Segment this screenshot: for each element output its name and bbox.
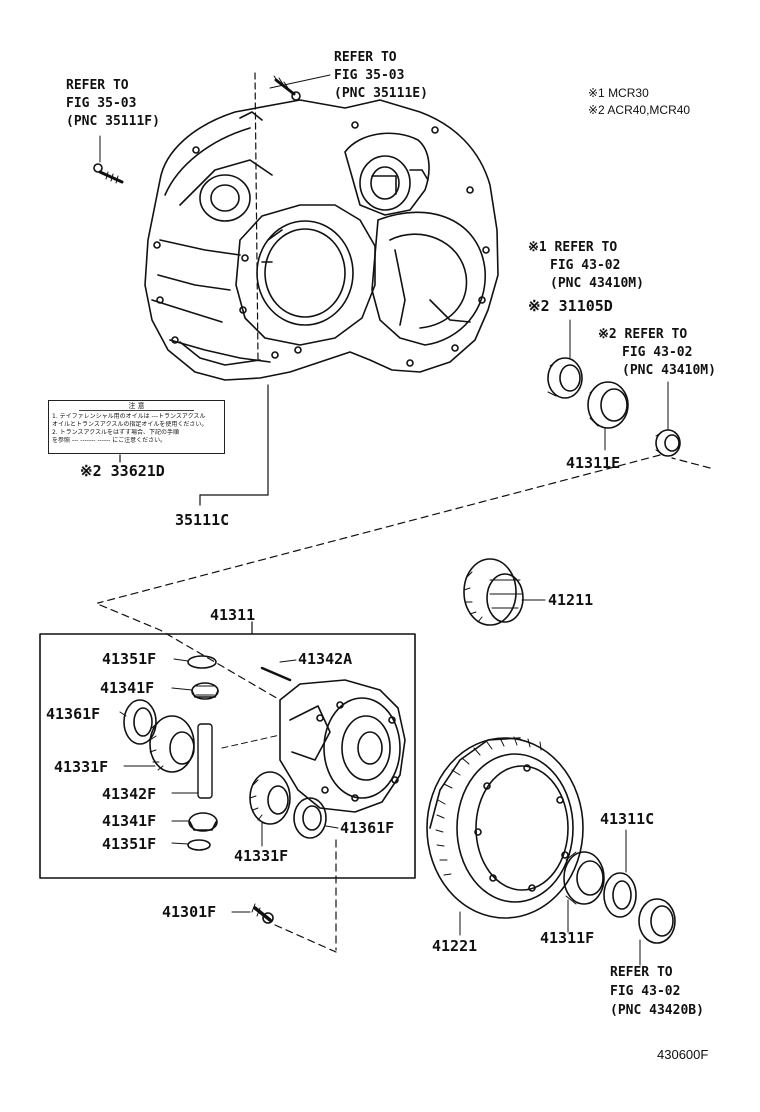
ref-bottom-line3: (PNC 43420B) [610, 1003, 704, 1018]
ring-gear-41221 [426, 736, 584, 919]
ref-r1-line2: FIG 43-02 [550, 258, 621, 273]
note-acr40-mcr40: ※2 ACR40,MCR40 [588, 103, 691, 117]
bearing-41311F [563, 851, 605, 905]
ref-r2-line2: FIG 43-02 [622, 345, 693, 360]
part-33621D: ※2 33621D [80, 462, 165, 480]
ref-top-line1: REFER TO [334, 50, 397, 65]
drive-gear-41211 [463, 558, 524, 626]
oil-seal-31105D [547, 357, 583, 399]
bolt-35111E [273, 75, 301, 101]
caution-label-line: を参照 --- ------- ------ にご注意ください。 [52, 437, 167, 444]
part-41341F-top: 41341F [100, 679, 155, 697]
ref-bottom-line1: REFER TO [610, 965, 673, 980]
part-41211: 41211 [548, 591, 594, 609]
caution-label: 注 意 1. デイファレンシャル用のオイルは ---トランスアクスル オイルとト… [48, 400, 225, 454]
caution-label-line: 1. デイファレンシャル用のオイルは ---トランスアクスル [52, 413, 206, 420]
seal-43410M [655, 429, 681, 457]
ref-left-line1: REFER TO [66, 78, 129, 93]
part-41301F: 41301F [162, 903, 217, 921]
race-43420B [638, 898, 676, 944]
note-mcr30: ※1 MCR30 [588, 86, 649, 100]
part-41361F-left: 41361F [46, 705, 101, 723]
part-31105D: ※2 31105D [528, 297, 613, 315]
differential-case [279, 679, 406, 813]
caution-label-line: オイルとトランスアクスルの指定オイルを使用ください。 [52, 421, 208, 428]
ref-top-line2: FIG 35-03 [334, 68, 405, 83]
part-41351F-bottom: 41351F [102, 835, 157, 853]
ref-r2-line3: (PNC 43410M) [622, 363, 716, 378]
part-41311F: 41311F [540, 929, 595, 947]
transaxle-housing [144, 99, 499, 381]
ref-r2-line1: ※2 REFER TO [598, 327, 688, 342]
ref-r1-line3: (PNC 43410M) [550, 276, 644, 291]
part-41342F: 41342F [102, 785, 157, 803]
bearing-41311E [587, 381, 629, 429]
ref-top-line3: (PNC 35111E) [334, 86, 428, 101]
part-41351F-top: 41351F [102, 650, 157, 668]
part-41342A: 41342A [298, 650, 353, 668]
ref-r1-line1: ※1 REFER TO [528, 240, 618, 255]
side-gear-right [249, 771, 291, 825]
bolt-35111F [93, 163, 124, 184]
part-41311E: 41311E [566, 454, 621, 472]
part-41341F-bottom: 41341F [102, 812, 157, 830]
side-gear-left [149, 715, 195, 773]
part-41311: 41311 [210, 606, 256, 624]
part-41331F-left: 41331F [54, 758, 109, 776]
bolt-41301F [251, 903, 274, 924]
part-41331F-right: 41331F [234, 847, 289, 865]
part-41361F-right: 41361F [340, 819, 395, 837]
part-41311C: 41311C [600, 810, 655, 828]
caution-label-line: 2. トランスアクスルをはずす場合、下記の手順 [52, 429, 180, 436]
ref-left-line3: (PNC 35111F) [66, 114, 160, 129]
part-41221: 41221 [432, 937, 478, 955]
ref-bottom-line2: FIG 43-02 [610, 984, 681, 999]
figure-id: 430600F [657, 1047, 709, 1062]
part-35111C: 35111C [175, 511, 230, 529]
ref-left-line2: FIG 35-03 [66, 96, 137, 111]
caution-label-title: 注 意 [79, 402, 194, 411]
differential-box [39, 633, 416, 879]
